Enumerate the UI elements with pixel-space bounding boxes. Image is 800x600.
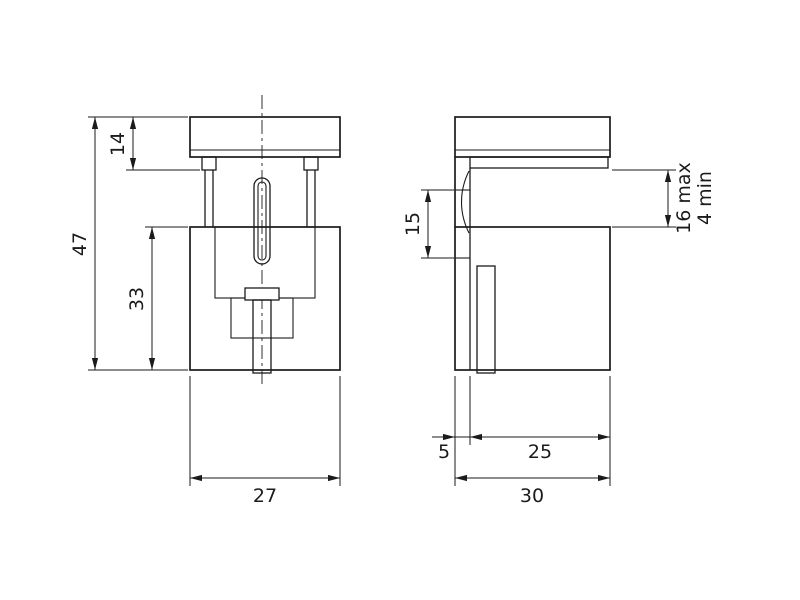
dim-overall-width-label: 27 <box>253 485 277 507</box>
side-clamp-screw <box>476 265 496 374</box>
dim-overall-depth-label: 30 <box>520 485 544 507</box>
dim-total-height-label: 47 <box>69 232 91 256</box>
dim-plate-thickness-label: 5 <box>438 441 450 463</box>
side-view <box>454 116 611 374</box>
dimensions: 47 14 33 27 15 16 max 4 min 5 25 30 <box>69 116 716 507</box>
dim-cap-height-label: 14 <box>107 132 129 156</box>
front-clamp-screw <box>252 299 272 374</box>
spring-profile-curve <box>461 170 470 234</box>
dim-gap-min-label: 4 min <box>694 171 716 225</box>
mounting-slot-inner <box>257 181 267 261</box>
dim-body-height-label: 33 <box>126 287 148 311</box>
dim-slot-length-label: 15 <box>402 212 424 236</box>
front-view <box>189 95 341 387</box>
front-screw-flange <box>244 287 280 301</box>
dim-jaw-depth-label: 25 <box>528 441 552 463</box>
side-cap-pad <box>469 156 609 169</box>
front-left-pad <box>201 156 217 171</box>
mounting-slot-outer <box>253 177 271 265</box>
front-right-pad <box>303 156 319 171</box>
front-top-cap <box>189 116 341 158</box>
dim-gap-max-label: 16 max <box>673 162 695 234</box>
side-body <box>454 226 611 371</box>
side-top-cap <box>454 116 611 158</box>
